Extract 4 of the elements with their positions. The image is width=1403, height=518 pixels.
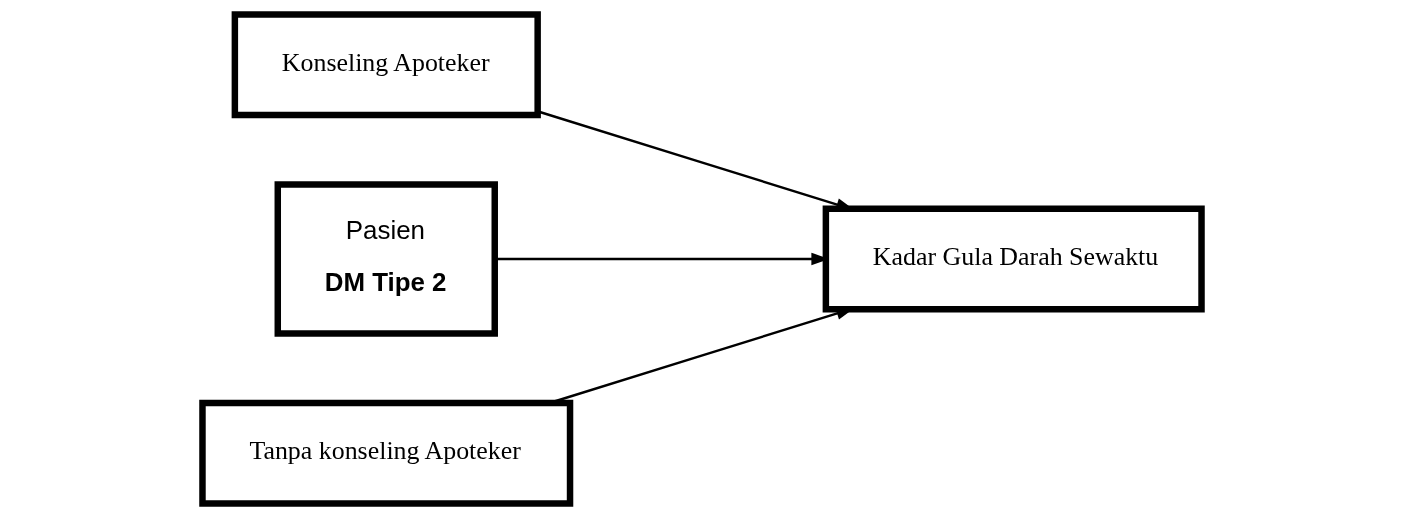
node-box: Tanpa konseling Apoteker <box>198 399 573 507</box>
node-box: Kadar Gula Darah Sewaktu <box>822 205 1205 313</box>
node-box: Pasien DM Tipe 2 <box>274 181 498 337</box>
node-box: Konseling Apoteker <box>231 11 541 119</box>
